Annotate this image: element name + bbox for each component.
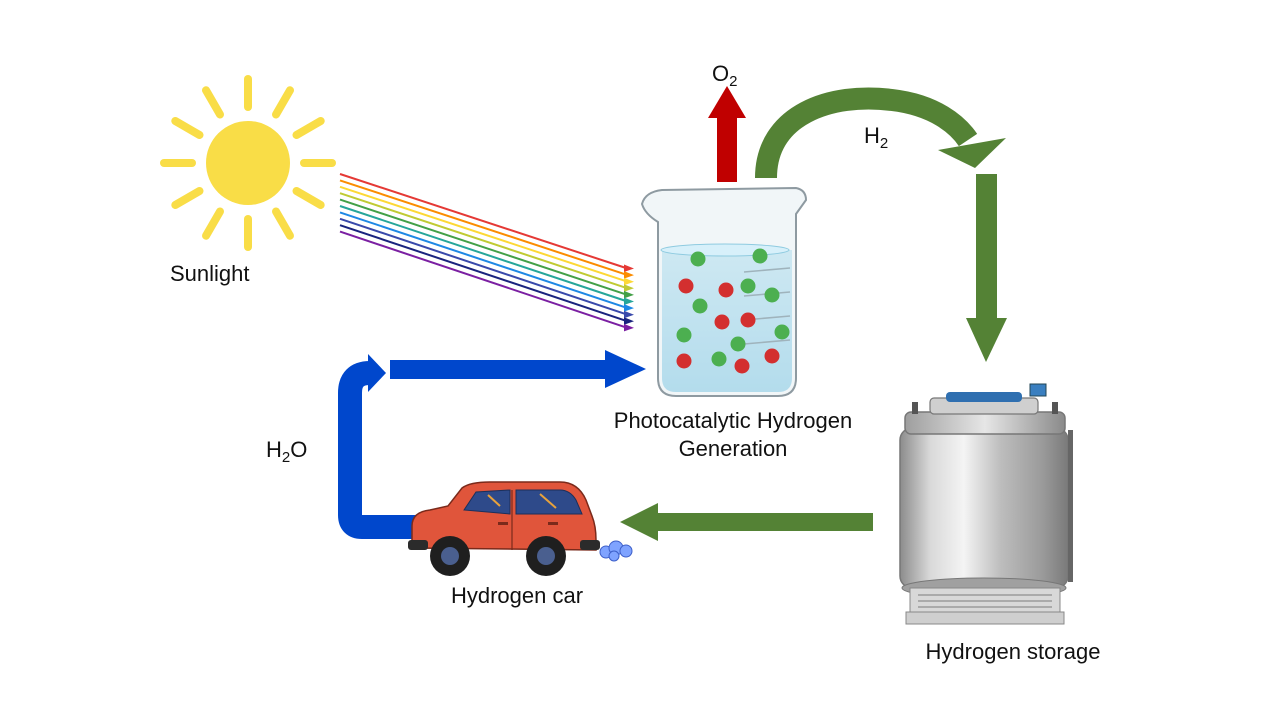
light-ray-head: [624, 271, 634, 279]
photocatalytic-label-line2: Generation: [678, 436, 788, 461]
light-ray: [339, 198, 627, 296]
storage-to-car-arrow: [620, 503, 873, 541]
sun-ray: [171, 117, 204, 139]
green-particle: [676, 327, 692, 343]
light-ray-head: [624, 317, 634, 325]
oxygen-label: O2: [712, 61, 738, 90]
green-particle: [774, 324, 790, 340]
hydrogen-down-arrow: [966, 174, 1007, 362]
light-ray-head: [624, 290, 634, 299]
sun-ray: [171, 187, 204, 209]
sun-ray: [272, 207, 294, 240]
light-ray-head: [624, 310, 634, 319]
red-particle: [676, 353, 692, 369]
car-icon: [408, 481, 600, 576]
sun-ray: [272, 86, 294, 119]
green-particle: [752, 248, 768, 264]
light-ray-head: [624, 297, 634, 305]
red-particle: [714, 314, 730, 330]
light-ray: [339, 211, 627, 309]
green-particle: [692, 298, 708, 314]
red-particle: [678, 278, 694, 294]
light-ray-head: [624, 264, 634, 272]
red-particle: [740, 312, 756, 328]
sunlight-rays: [339, 173, 634, 332]
light-ray-head: [624, 284, 634, 292]
water-label: H2O: [266, 437, 308, 466]
sun-icon: [160, 75, 336, 251]
sun-ray: [202, 86, 224, 119]
water-return-arrow: [338, 350, 646, 539]
light-ray-head: [624, 323, 634, 332]
light-ray-head: [624, 304, 634, 312]
hydrogen-curved-arrow: [755, 87, 1006, 179]
beaker-icon: [640, 186, 808, 397]
light-ray: [339, 230, 627, 329]
green-particle: [690, 251, 706, 267]
photocatalytic-label-line1: Photocatalytic Hydrogen: [613, 408, 853, 433]
sun-ray: [292, 187, 325, 209]
storage-tank-icon: [899, 383, 1073, 625]
green-particle: [740, 278, 756, 294]
red-particle: [764, 348, 780, 364]
hydrogen-car-label: Hydrogen car: [450, 583, 584, 608]
hydrogen-label: H2: [864, 123, 889, 152]
exhaust-cloud-icon: [599, 540, 633, 562]
light-ray: [339, 192, 627, 289]
sun-ray: [292, 117, 325, 139]
photocatalytic-label: Photocatalytic Hydrogen Generation: [582, 407, 884, 463]
green-particle: [711, 351, 727, 367]
light-ray-head: [624, 277, 634, 286]
sunlight-label: Sunlight: [170, 261, 250, 286]
oxygen-arrow: [708, 86, 746, 182]
light-ray: [339, 173, 627, 269]
light-ray: [339, 217, 627, 316]
red-particle: [734, 358, 750, 374]
light-ray: [339, 179, 627, 276]
light-ray: [339, 185, 627, 283]
hydrogen-storage-label: Hydrogen storage: [925, 639, 1101, 664]
light-ray: [339, 205, 627, 302]
red-particle: [718, 282, 734, 298]
sun-ray: [202, 207, 224, 240]
green-particle: [730, 336, 746, 352]
green-particle: [764, 287, 780, 303]
light-ray: [339, 224, 627, 322]
